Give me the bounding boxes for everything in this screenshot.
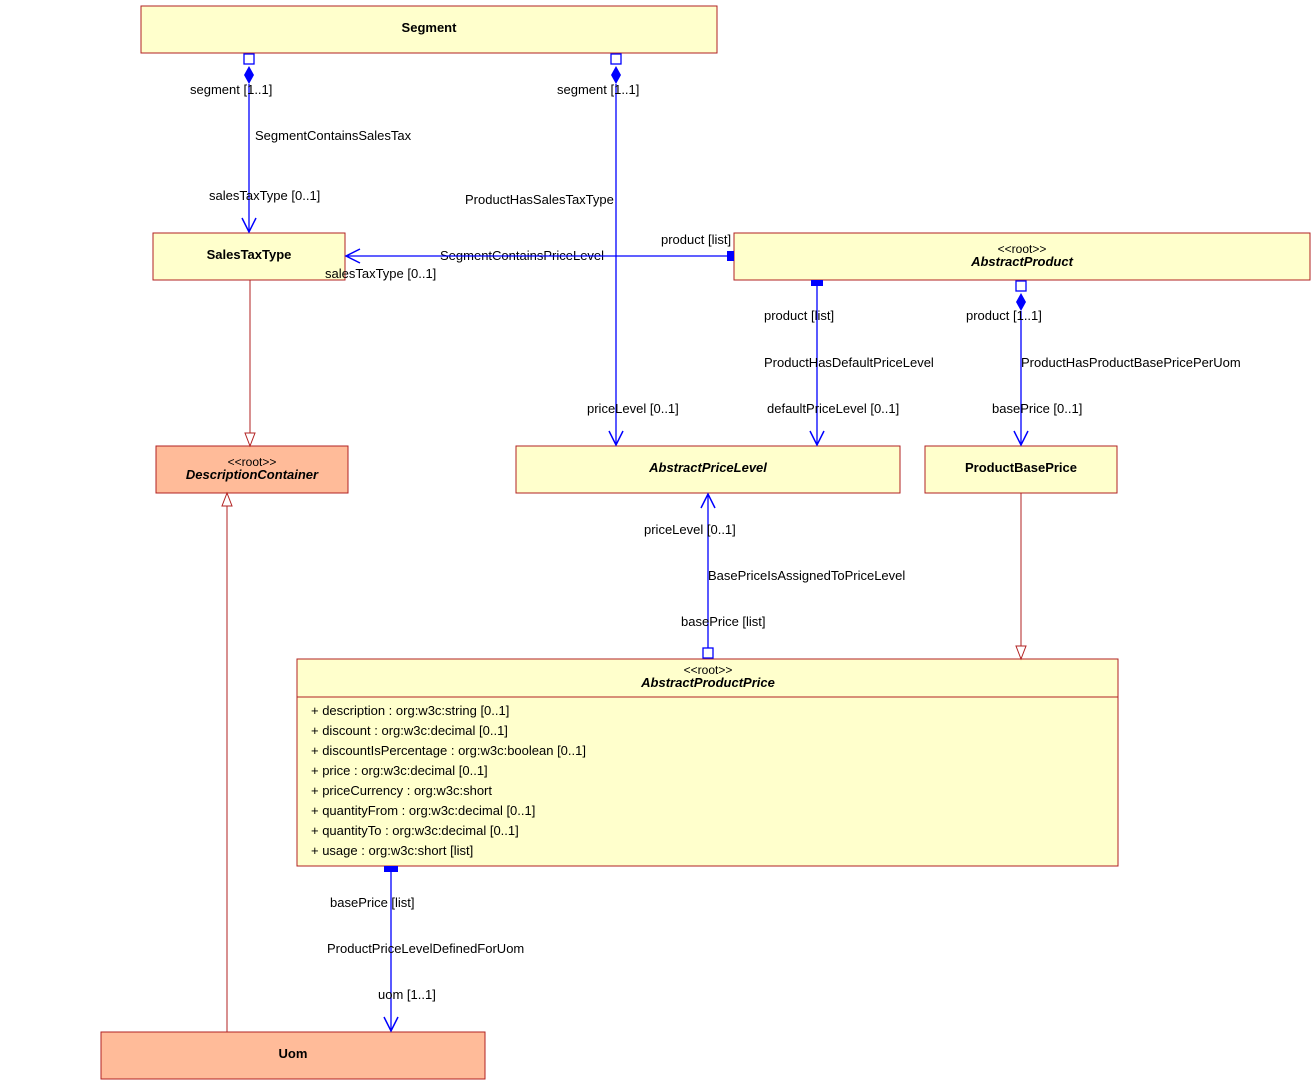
association-product-has-sales-tax-type[interactable]: product [list] ProductHasSalesTaxType sa… xyxy=(325,192,734,281)
class-sales-tax-type[interactable]: SalesTaxType xyxy=(152,232,346,281)
association-name-label: ProductHasProductBasePricePerUom xyxy=(1021,355,1241,370)
generalization-arrowhead-icon xyxy=(244,432,256,448)
class-segment[interactable]: Segment xyxy=(140,5,718,54)
association-name-label: ProductHasDefaultPriceLevel xyxy=(764,355,934,370)
association-name-label: ProductHasSalesTaxType xyxy=(465,192,614,207)
end-marker-icon xyxy=(811,280,823,286)
association-name-label: BasePriceIsAssignedToPriceLevel xyxy=(708,568,905,583)
target-role-label: salesTaxType [0..1] xyxy=(209,188,320,203)
generalization-arrowhead-icon xyxy=(1015,645,1027,661)
association-base-price-is-assigned-to-price-level[interactable]: priceLevel [0..1] BasePriceIsAssignedToP… xyxy=(644,492,905,659)
composition-diamond-icon xyxy=(244,66,254,84)
arrowhead-icon xyxy=(1013,430,1029,447)
class-box xyxy=(100,1031,486,1080)
attribute-row: + quantityFrom : org:w3c:decimal [0..1] xyxy=(311,803,535,818)
navigability-square-icon xyxy=(1015,280,1027,292)
source-role-label: segment [1..1] xyxy=(190,82,272,97)
association-product-has-default-price-level[interactable]: product [list] ProductHasDefaultPriceLev… xyxy=(764,280,934,447)
source-role-label: product [list] xyxy=(764,308,834,323)
association-product-has-product-base-price-per-uom[interactable]: product [1..1] ProductHasProductBasePric… xyxy=(966,280,1241,447)
source-role-label: basePrice [list] xyxy=(330,895,415,910)
class-name: Uom xyxy=(279,1046,308,1061)
class-box xyxy=(155,445,349,494)
navigability-square-icon xyxy=(702,647,714,659)
generalization-arrowhead-icon xyxy=(221,491,233,507)
target-role-label: salesTaxType [0..1] xyxy=(325,266,436,281)
composition-diamond-icon xyxy=(611,66,621,84)
attribute-row: + priceCurrency : org:w3c:short xyxy=(311,783,492,798)
target-role-label: priceLevel [0..1] xyxy=(644,522,736,537)
navigability-square-icon xyxy=(243,53,255,65)
class-box xyxy=(296,658,1119,867)
target-role-label: uom [1..1] xyxy=(378,987,436,1002)
end-marker-icon xyxy=(384,866,398,872)
arrowhead-icon xyxy=(608,430,624,447)
arrowhead-icon xyxy=(383,1016,399,1033)
class-product-base-price[interactable]: ProductBasePrice xyxy=(924,445,1118,494)
class-box xyxy=(140,5,718,54)
stereotype-label: <<root>> xyxy=(228,455,277,469)
source-role-label: product [1..1] xyxy=(966,308,1042,323)
attribute-row: + discount : org:w3c:decimal [0..1] xyxy=(311,723,508,738)
class-description-container[interactable]: <<root>> DescriptionContainer xyxy=(155,445,349,494)
class-name: AbstractProduct xyxy=(970,254,1074,269)
composition-diamond-icon xyxy=(1016,293,1026,311)
association-name-label: SegmentContainsSalesTax xyxy=(255,128,412,143)
class-box xyxy=(733,232,1311,281)
class-name: DescriptionContainer xyxy=(186,467,319,482)
class-abstract-product[interactable]: <<root>> AbstractProduct xyxy=(733,232,1311,281)
class-abstract-price-level[interactable]: AbstractPriceLevel xyxy=(515,445,901,494)
attribute-row: + usage : org:w3c:short [list] xyxy=(311,843,473,858)
end-marker-icon xyxy=(727,251,734,261)
attribute-row: + discountIsPercentage : org:w3c:boolean… xyxy=(311,743,586,758)
class-name: AbstractPriceLevel xyxy=(648,460,767,475)
class-box xyxy=(152,232,346,281)
arrowhead-icon xyxy=(241,217,257,234)
association-segment-contains-price-level[interactable]: segment [1..1] SegmentContainsPriceLevel… xyxy=(440,53,679,447)
generalization-uom-to-description-container[interactable] xyxy=(221,491,233,1032)
target-role-label: priceLevel [0..1] xyxy=(587,401,679,416)
generalization-sales-tax-type-to-description-container[interactable] xyxy=(244,280,256,448)
class-uom[interactable]: Uom xyxy=(100,1031,486,1080)
association-name-label: ProductPriceLevelDefinedForUom xyxy=(327,941,524,956)
navigability-square-icon xyxy=(610,53,622,65)
attribute-row: + description : org:w3c:string [0..1] xyxy=(311,703,509,718)
association-product-price-level-defined-for-uom[interactable]: basePrice [list] ProductPriceLevelDefine… xyxy=(327,866,524,1033)
stereotype-label: <<root>> xyxy=(684,663,733,677)
class-name: AbstractProductPrice xyxy=(640,675,775,690)
class-name: ProductBasePrice xyxy=(965,460,1077,475)
stereotype-label: <<root>> xyxy=(998,242,1047,256)
target-role-label: defaultPriceLevel [0..1] xyxy=(767,401,899,416)
class-name: Segment xyxy=(402,20,458,35)
class-abstract-product-price[interactable]: <<root>> AbstractProductPrice + descript… xyxy=(296,658,1119,867)
attribute-list: + description : org:w3c:string [0..1] + … xyxy=(311,703,586,858)
attribute-row: + quantityTo : org:w3c:decimal [0..1] xyxy=(311,823,519,838)
target-role-label: basePrice [0..1] xyxy=(992,401,1082,416)
source-role-label: basePrice [list] xyxy=(681,614,766,629)
arrowhead-icon xyxy=(700,492,716,509)
class-name: SalesTaxType xyxy=(207,247,292,262)
attribute-row: + price : org:w3c:decimal [0..1] xyxy=(311,763,488,778)
source-role-label: segment [1..1] xyxy=(557,82,639,97)
class-box xyxy=(515,445,901,494)
arrowhead-icon xyxy=(809,430,825,447)
source-role-label: product [list] xyxy=(661,232,731,247)
arrowhead-icon xyxy=(344,248,361,264)
association-segment-contains-sales-tax[interactable]: segment [1..1] SegmentContainsSalesTax s… xyxy=(190,53,412,234)
generalization-product-base-price-to-abstract-product-price[interactable] xyxy=(1015,493,1027,661)
